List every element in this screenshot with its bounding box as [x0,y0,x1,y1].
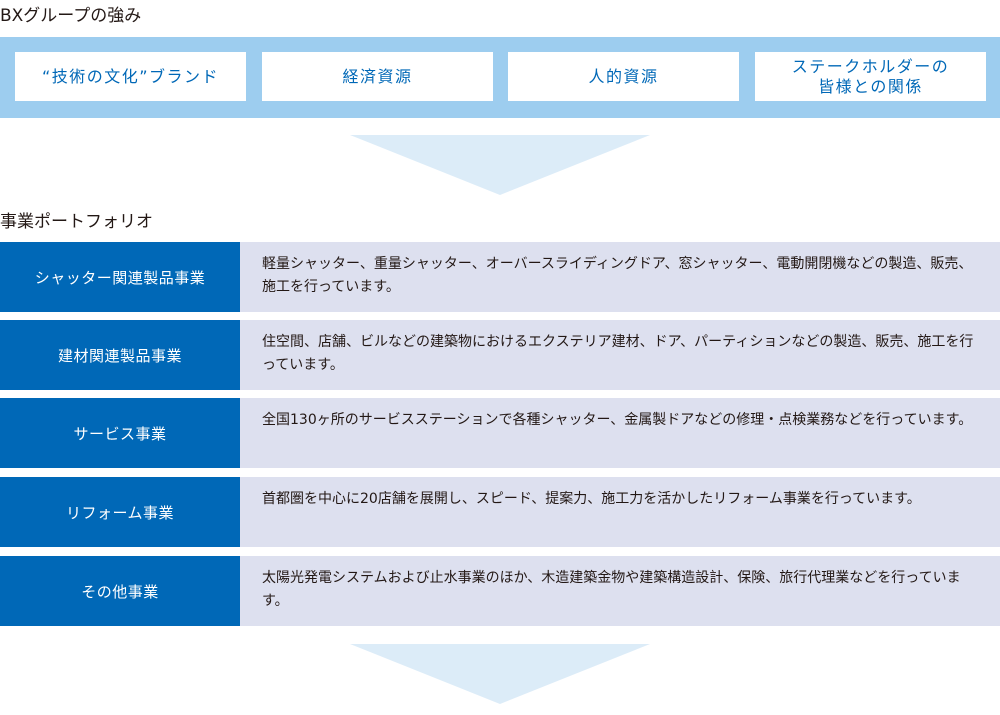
strength-technology-culture-brand: “技術の文化”ブランド [15,52,246,101]
portfolio-row-name: シャッター関連製品事業 [0,242,240,312]
strengths-band: “技術の文化”ブランド 経済資源 人的資源 ステークホルダーの 皆様との関係 [0,37,1000,118]
portfolio-row-building-materials: 建材関連製品事業 住空間、店舗、ビルなどの建築物におけるエクステリア建材、ドア、… [0,320,1000,390]
portfolio-row-reform: リフォーム事業 首都圏を中心に20店舗を展開し、スピード、提案力、施工力を活かし… [0,477,1000,547]
strength-economic-resources: 経済資源 [262,52,493,101]
down-arrow-icon [350,135,650,195]
portfolio-row-name: その他事業 [0,556,240,626]
portfolio-row-other: その他事業 太陽光発電システムおよび止水事業のほか、木造建築金物や建築構造設計、… [0,556,1000,626]
portfolio-row-name: サービス事業 [0,398,240,468]
portfolio-row-name: リフォーム事業 [0,477,240,547]
portfolio-row-shutter: シャッター関連製品事業 軽量シャッター、重量シャッター、オーバースライディングド… [0,242,1000,312]
portfolio-row-description: 太陽光発電システムおよび止水事業のほか、木造建築金物や建築構造設計、保険、旅行代… [240,556,1000,626]
portfolio-row-description: 全国130ヶ所のサービスステーションで各種シャッター、金属製ドアなどの修理・点検… [240,398,1000,468]
portfolio-row-description: 住空間、店舗、ビルなどの建築物におけるエクステリア建材、ドア、パーティションなど… [240,320,1000,390]
portfolio-row-name: 建材関連製品事業 [0,320,240,390]
portfolio-row-description: 首都圏を中心に20店舗を展開し、スピード、提案力、施工力を活かしたリフォーム事業… [240,477,1000,547]
strength-stakeholder-relations: ステークホルダーの 皆様との関係 [755,52,986,101]
portfolio-row-description: 軽量シャッター、重量シャッター、オーバースライディングドア、窓シャッター、電動開… [240,242,1000,312]
strength-human-resources: 人的資源 [508,52,739,101]
strengths-title: BXグループの強み [0,6,142,26]
down-arrow-icon [350,644,650,704]
portfolio-title: 事業ポートフォリオ [0,212,153,232]
portfolio-row-service: サービス事業 全国130ヶ所のサービスステーションで各種シャッター、金属製ドアな… [0,398,1000,468]
